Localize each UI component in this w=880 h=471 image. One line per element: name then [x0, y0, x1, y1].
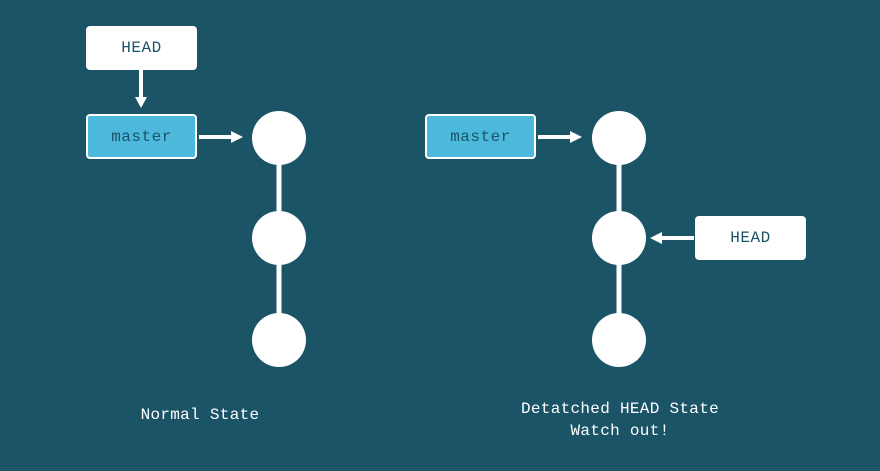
detached-master-branch-label: master — [425, 114, 536, 159]
normal-head-to-master-arrow — [135, 70, 147, 108]
normal-commit-node-1 — [252, 111, 306, 165]
normal-head-label: HEAD — [86, 26, 197, 70]
detached-commit-node-3 — [592, 313, 646, 367]
normal-master-branch-label: master — [86, 114, 197, 159]
detached-commit-node-1 — [592, 111, 646, 165]
detached-master-to-commit-arrow — [538, 131, 582, 143]
detached-caption-line-2: Watch out! — [570, 422, 670, 440]
detached-state-caption: Detatched HEAD State Watch out! — [480, 398, 760, 442]
detached-caption-line-1: Detatched HEAD State — [520, 400, 720, 418]
normal-state-caption: Normal State — [140, 406, 260, 424]
detached-head-label: HEAD — [695, 216, 806, 260]
detached-head-to-commit-arrow — [650, 232, 694, 244]
normal-master-to-commit-arrow — [199, 131, 243, 143]
normal-commit-node-2 — [252, 211, 306, 265]
detached-commit-node-2 — [592, 211, 646, 265]
normal-commit-node-3 — [252, 313, 306, 367]
